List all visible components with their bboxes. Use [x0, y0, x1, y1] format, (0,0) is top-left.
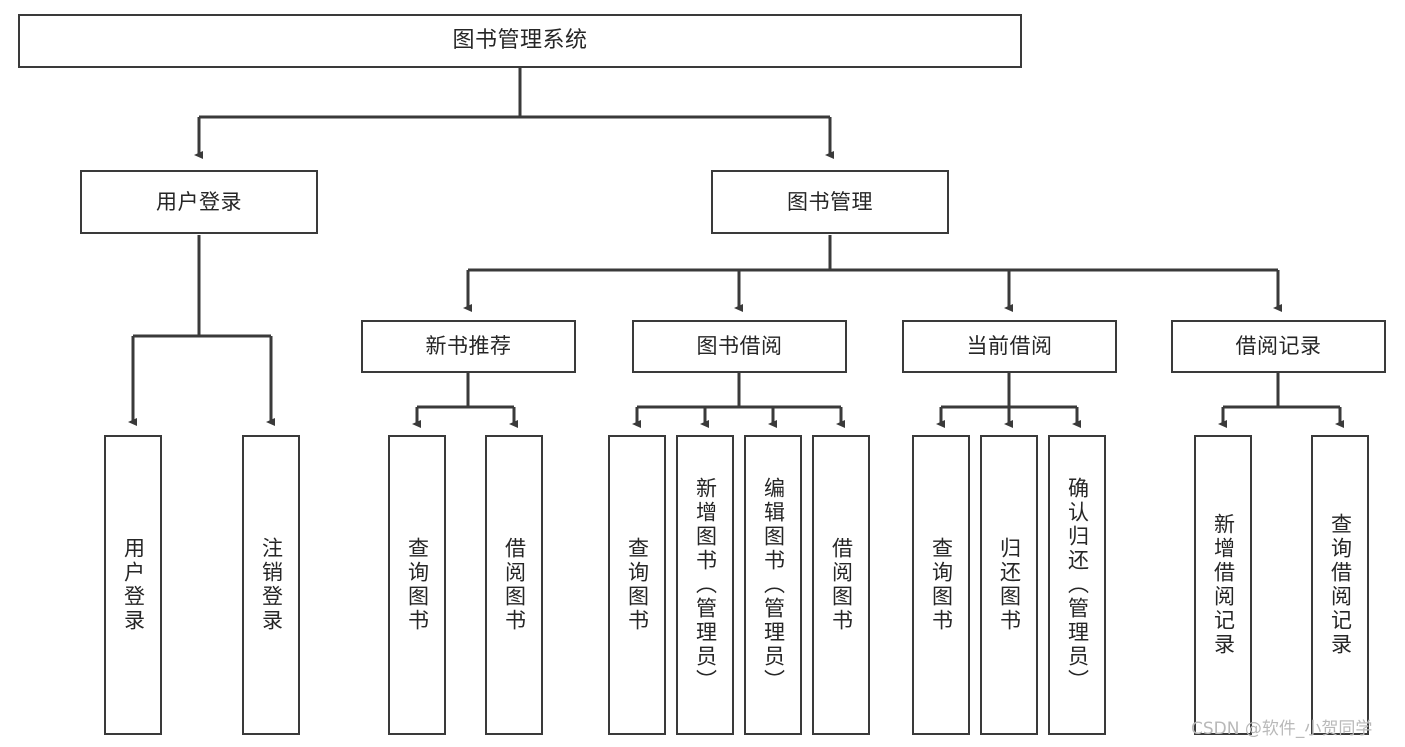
leaf-edit-book[interactable]: 编辑图书（管理员）	[744, 435, 802, 735]
leaf-query-book-recommend[interactable]: 查询图书	[388, 435, 446, 735]
node-borrow-record-label: 借阅记录	[1235, 334, 1322, 359]
leaf-borrow-book-recommend-label: 借阅图书	[502, 537, 527, 633]
leaf-borrow-book-label: 借阅图书	[829, 537, 854, 633]
leaf-user-login-label: 用户登录	[121, 537, 146, 633]
leaf-borrow-book-recommend[interactable]: 借阅图书	[485, 435, 543, 735]
leaf-confirm-return-label: 确认归还（管理员）	[1065, 477, 1090, 693]
leaf-query-book-recommend-label: 查询图书	[405, 537, 430, 633]
leaf-query-book-borrow-label: 查询图书	[625, 537, 650, 633]
node-user-login-label: 用户登录	[156, 189, 242, 214]
leaf-borrow-book[interactable]: 借阅图书	[812, 435, 870, 735]
leaf-query-book-current[interactable]: 查询图书	[912, 435, 970, 735]
leaf-add-book-label: 新增图书（管理员）	[693, 477, 718, 693]
leaf-query-borrow-record-label: 查询借阅记录	[1328, 513, 1353, 657]
watermark-text: CSDN @软件_小贺同学	[1191, 719, 1373, 739]
leaf-add-borrow-record-label: 新增借阅记录	[1211, 513, 1236, 657]
node-book-management[interactable]: 图书管理	[711, 170, 949, 234]
node-book-borrow[interactable]: 图书借阅	[632, 320, 847, 373]
leaf-user-login[interactable]: 用户登录	[104, 435, 162, 735]
node-current-borrow-label: 当前借阅	[966, 334, 1053, 359]
leaf-add-book[interactable]: 新增图书（管理员）	[676, 435, 734, 735]
leaf-query-borrow-record[interactable]: 查询借阅记录	[1311, 435, 1369, 735]
leaf-logout-login[interactable]: 注销登录	[242, 435, 300, 735]
node-new-book-recommend-label: 新书推荐	[425, 334, 512, 359]
leaf-return-book[interactable]: 归还图书	[980, 435, 1038, 735]
node-root[interactable]: 图书管理系统	[18, 14, 1022, 68]
leaf-return-book-label: 归还图书	[997, 537, 1022, 633]
node-book-management-label: 图书管理	[787, 189, 873, 214]
node-book-borrow-label: 图书借阅	[696, 334, 783, 359]
node-borrow-record[interactable]: 借阅记录	[1171, 320, 1386, 373]
leaf-edit-book-label: 编辑图书（管理员）	[761, 477, 786, 693]
leaf-query-book-borrow[interactable]: 查询图书	[608, 435, 666, 735]
leaf-query-book-current-label: 查询图书	[929, 537, 954, 633]
leaf-add-borrow-record[interactable]: 新增借阅记录	[1194, 435, 1252, 735]
leaf-logout-login-label: 注销登录	[259, 537, 284, 633]
node-new-book-recommend[interactable]: 新书推荐	[361, 320, 576, 373]
node-user-login[interactable]: 用户登录	[80, 170, 318, 234]
node-root-label: 图书管理系统	[452, 28, 588, 54]
leaf-confirm-return[interactable]: 确认归还（管理员）	[1048, 435, 1106, 735]
node-current-borrow[interactable]: 当前借阅	[902, 320, 1117, 373]
